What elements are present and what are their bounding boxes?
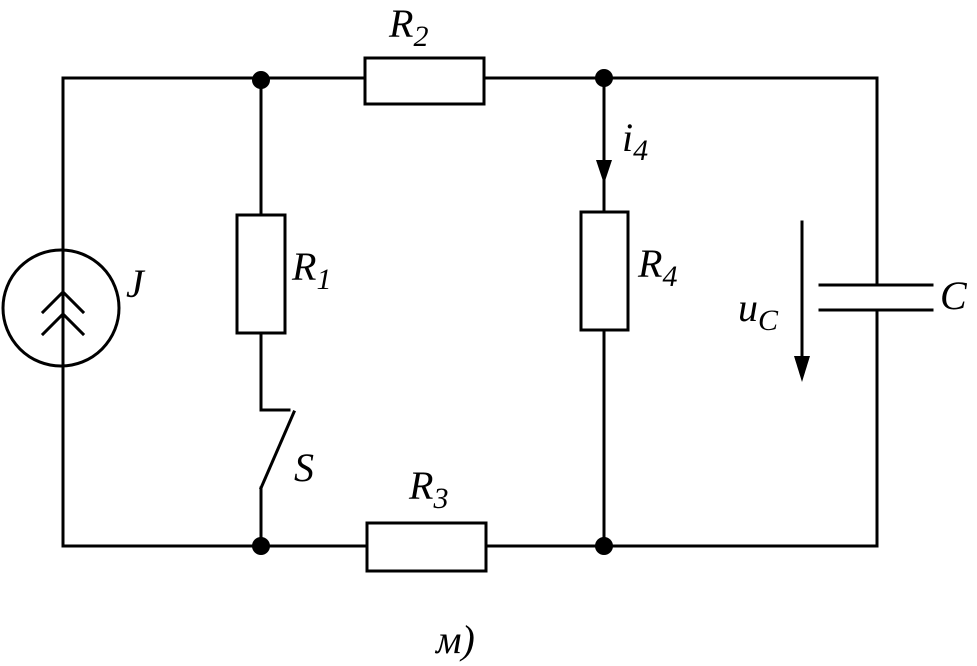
wire-r1-to-switch xyxy=(259,331,291,412)
label-C: C xyxy=(940,273,967,318)
junction-bottom-left xyxy=(252,537,270,555)
label-i4: i4 xyxy=(622,115,649,167)
caption: м) xyxy=(436,617,475,662)
label-R2: R2 xyxy=(389,1,429,53)
voltage-uC-arrowhead xyxy=(794,356,810,382)
label-R4: R4 xyxy=(638,241,678,293)
label-R1: R1 xyxy=(292,244,332,296)
junction-top-right xyxy=(595,69,613,87)
resistor-R3 xyxy=(365,521,488,573)
resistor-R1 xyxy=(235,213,287,335)
current-i4-arrowhead xyxy=(596,160,612,184)
current-source-chevron-lower xyxy=(40,311,86,337)
label-R3: R3 xyxy=(409,463,449,515)
junction-bottom-right xyxy=(595,537,613,555)
switch-S-blade xyxy=(259,410,296,490)
current-source-J xyxy=(1,248,121,368)
label-S: S xyxy=(294,445,314,490)
resistor-R2 xyxy=(363,56,486,106)
current-source-chevron-upper xyxy=(40,289,86,315)
label-uC: uC xyxy=(738,285,779,337)
junction-top-left xyxy=(252,71,270,89)
label-J: J xyxy=(126,261,144,306)
resistor-R4 xyxy=(579,210,630,332)
